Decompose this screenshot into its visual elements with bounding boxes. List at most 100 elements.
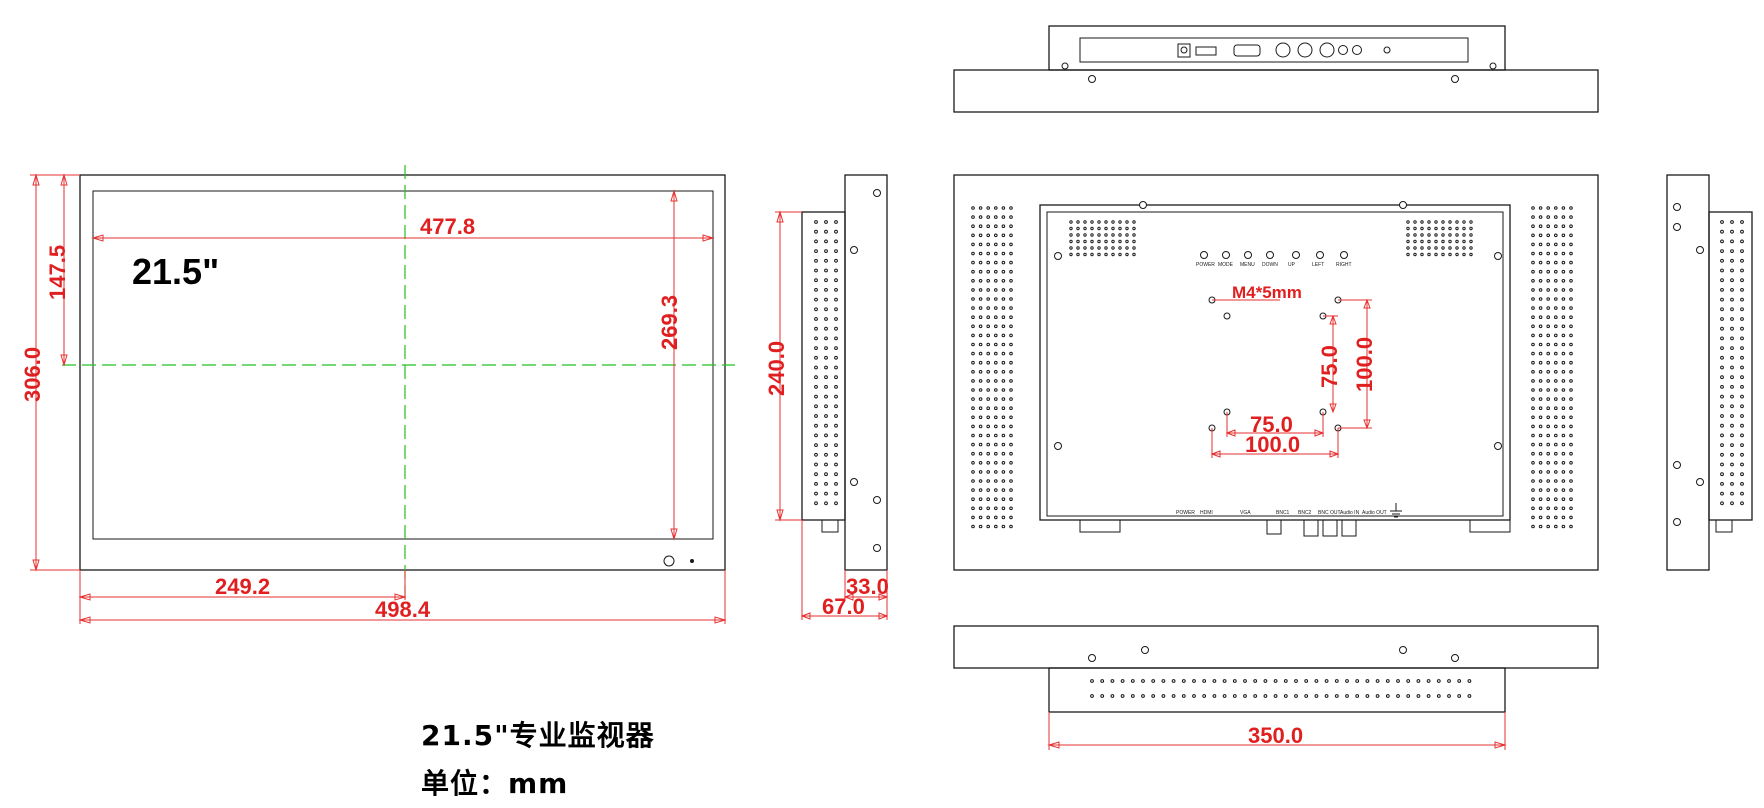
vent-hole	[1561, 442, 1566, 447]
vent-hole	[1720, 258, 1724, 263]
vent-hole	[1561, 515, 1566, 520]
vent-hole	[1531, 470, 1535, 474]
vent-hole	[1001, 251, 1006, 256]
vent-hole	[1232, 694, 1237, 698]
vent-hole	[986, 515, 991, 520]
vent-hole	[1009, 242, 1013, 247]
vent-hole	[1546, 251, 1550, 256]
vent-hole	[834, 394, 838, 399]
vent-hole	[1009, 269, 1013, 274]
vent-hole	[1083, 239, 1087, 244]
vent-hole	[1441, 246, 1445, 250]
vent-hole	[1569, 506, 1573, 511]
vent-hole	[1001, 451, 1006, 456]
vent-hole	[824, 278, 828, 283]
vent-hole	[1546, 524, 1550, 529]
vent-hole	[1554, 260, 1558, 265]
power-button-icon	[663, 555, 675, 567]
vent-hole	[814, 307, 818, 312]
vent-hole	[971, 506, 975, 511]
rear-port-label: BNC1	[1276, 510, 1290, 516]
vent-hole	[1001, 342, 1006, 347]
vent-hole	[1569, 260, 1573, 265]
vent-hole	[1001, 515, 1006, 520]
vent-hole	[978, 342, 983, 347]
vent-hole	[1561, 479, 1566, 483]
vent-hole	[1283, 694, 1288, 698]
bnc1-port-icon	[1275, 42, 1291, 58]
vent-hole	[1561, 415, 1566, 420]
vent-hole	[971, 479, 975, 483]
vent-hole	[1009, 351, 1013, 356]
vent-hole	[978, 297, 983, 301]
vent-hole	[994, 233, 998, 238]
bottom-width-label: 350.0	[1248, 723, 1303, 748]
vent-hole	[1546, 388, 1550, 392]
vent-hole	[1009, 324, 1013, 329]
vent-hole	[1531, 442, 1535, 447]
vent-hole	[1427, 226, 1431, 231]
vent-hole	[1730, 462, 1734, 467]
vent-hole	[834, 385, 838, 389]
vent-hole	[824, 326, 828, 331]
vent-hole	[1294, 679, 1298, 683]
vent-hole	[1561, 360, 1566, 365]
vent-hole	[994, 406, 998, 411]
vent-hole	[1730, 423, 1734, 428]
vent-hole	[1554, 415, 1558, 420]
vent-hole	[1554, 497, 1558, 502]
vent-hole	[986, 360, 991, 365]
vent-hole	[834, 220, 838, 224]
vent-hole	[1110, 694, 1115, 698]
vesa-small-vertical-label: 75.0	[1317, 345, 1342, 388]
vent-hole	[1375, 679, 1380, 683]
vent-hole	[1427, 252, 1431, 257]
vent-hole	[1426, 694, 1431, 698]
vent-hole	[1531, 288, 1535, 292]
vent-hole	[1118, 246, 1122, 250]
vent-hole	[1730, 375, 1734, 380]
vent-hole	[1720, 482, 1724, 486]
bnc2-port-icon	[1297, 42, 1313, 58]
vent-hole	[1546, 215, 1550, 219]
vent-hole	[824, 268, 828, 273]
vent-hole	[1740, 404, 1744, 409]
vent-hole	[1740, 472, 1744, 477]
vent-hole	[1104, 252, 1108, 257]
vent-hole	[1561, 406, 1566, 411]
vent-hole	[1554, 388, 1558, 392]
vent-hole	[1467, 694, 1472, 698]
vesa-large-vertical-label: 100.0	[1352, 337, 1377, 392]
vent-hole	[978, 461, 983, 465]
vent-hole	[1001, 306, 1006, 310]
vent-hole	[1569, 224, 1573, 228]
vent-hole	[1730, 414, 1734, 418]
vent-hole	[1104, 246, 1108, 250]
vent-hole	[1730, 452, 1734, 457]
vent-hole	[1740, 394, 1744, 399]
vent-hole	[1546, 342, 1550, 347]
vent-hole	[824, 220, 828, 224]
vent-hole	[1531, 370, 1535, 374]
vent-hole	[1538, 288, 1543, 292]
vent-hole	[1001, 297, 1006, 301]
vent-hole	[1546, 360, 1550, 365]
vent-hole	[978, 524, 983, 529]
vent-hole	[1730, 288, 1734, 292]
vent-hole	[1720, 239, 1724, 244]
vent-hole	[1554, 451, 1558, 456]
vent-hole	[1740, 249, 1744, 254]
vent-hole	[1730, 326, 1734, 331]
vent-hole	[1569, 306, 1573, 310]
vent-hole	[814, 239, 818, 244]
vent-hole	[1132, 252, 1136, 257]
vent-hole	[1222, 679, 1227, 683]
vent-hole	[1730, 355, 1734, 360]
vent-hole	[994, 461, 998, 465]
vent-hole	[971, 424, 975, 429]
vent-hole	[1538, 488, 1543, 492]
vent-hole	[978, 470, 983, 474]
vent-hole	[978, 424, 983, 429]
vent-hole	[1001, 524, 1006, 529]
vent-hole	[1151, 694, 1156, 698]
